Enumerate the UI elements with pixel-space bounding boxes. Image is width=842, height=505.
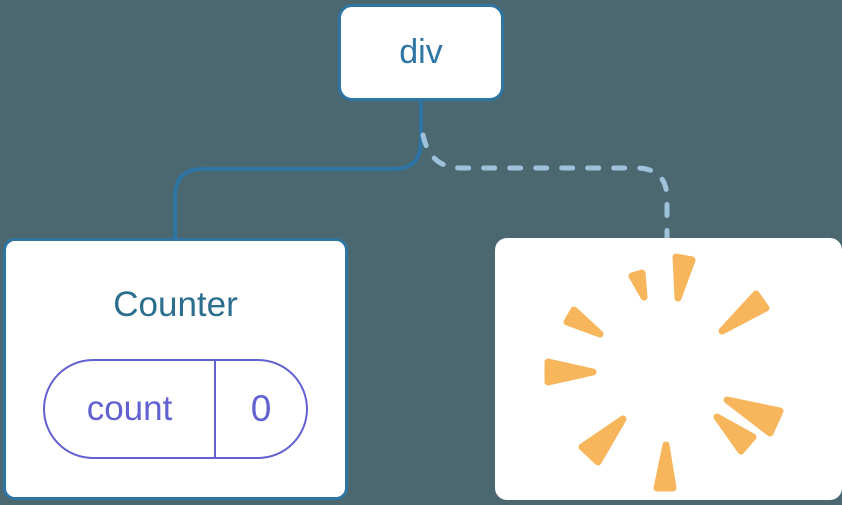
tree-node-div: div <box>338 4 504 101</box>
tree-node-div-label: div <box>399 33 443 71</box>
poof-ray <box>718 290 770 335</box>
poof-ray <box>628 269 648 301</box>
state-pill-divider <box>214 361 216 457</box>
dashed-connector-line <box>420 132 670 243</box>
counter-node-title: Counter <box>113 285 238 324</box>
poof-ray <box>723 396 784 437</box>
poof-ray <box>653 441 677 492</box>
poof-ray <box>544 358 597 386</box>
poof-ray <box>713 413 757 455</box>
state-value: 0 <box>250 388 272 429</box>
solid-connector-line <box>173 101 423 240</box>
poof-ray <box>563 306 604 338</box>
tree-node-removed <box>495 238 842 500</box>
poof-burst-icon <box>544 253 784 492</box>
state-key-label: count <box>86 389 173 428</box>
tree-node-counter: Counter count 0 <box>3 238 348 500</box>
poof-ray <box>672 253 696 302</box>
state-pill: count 0 <box>43 359 308 459</box>
poof-ray <box>578 415 627 466</box>
